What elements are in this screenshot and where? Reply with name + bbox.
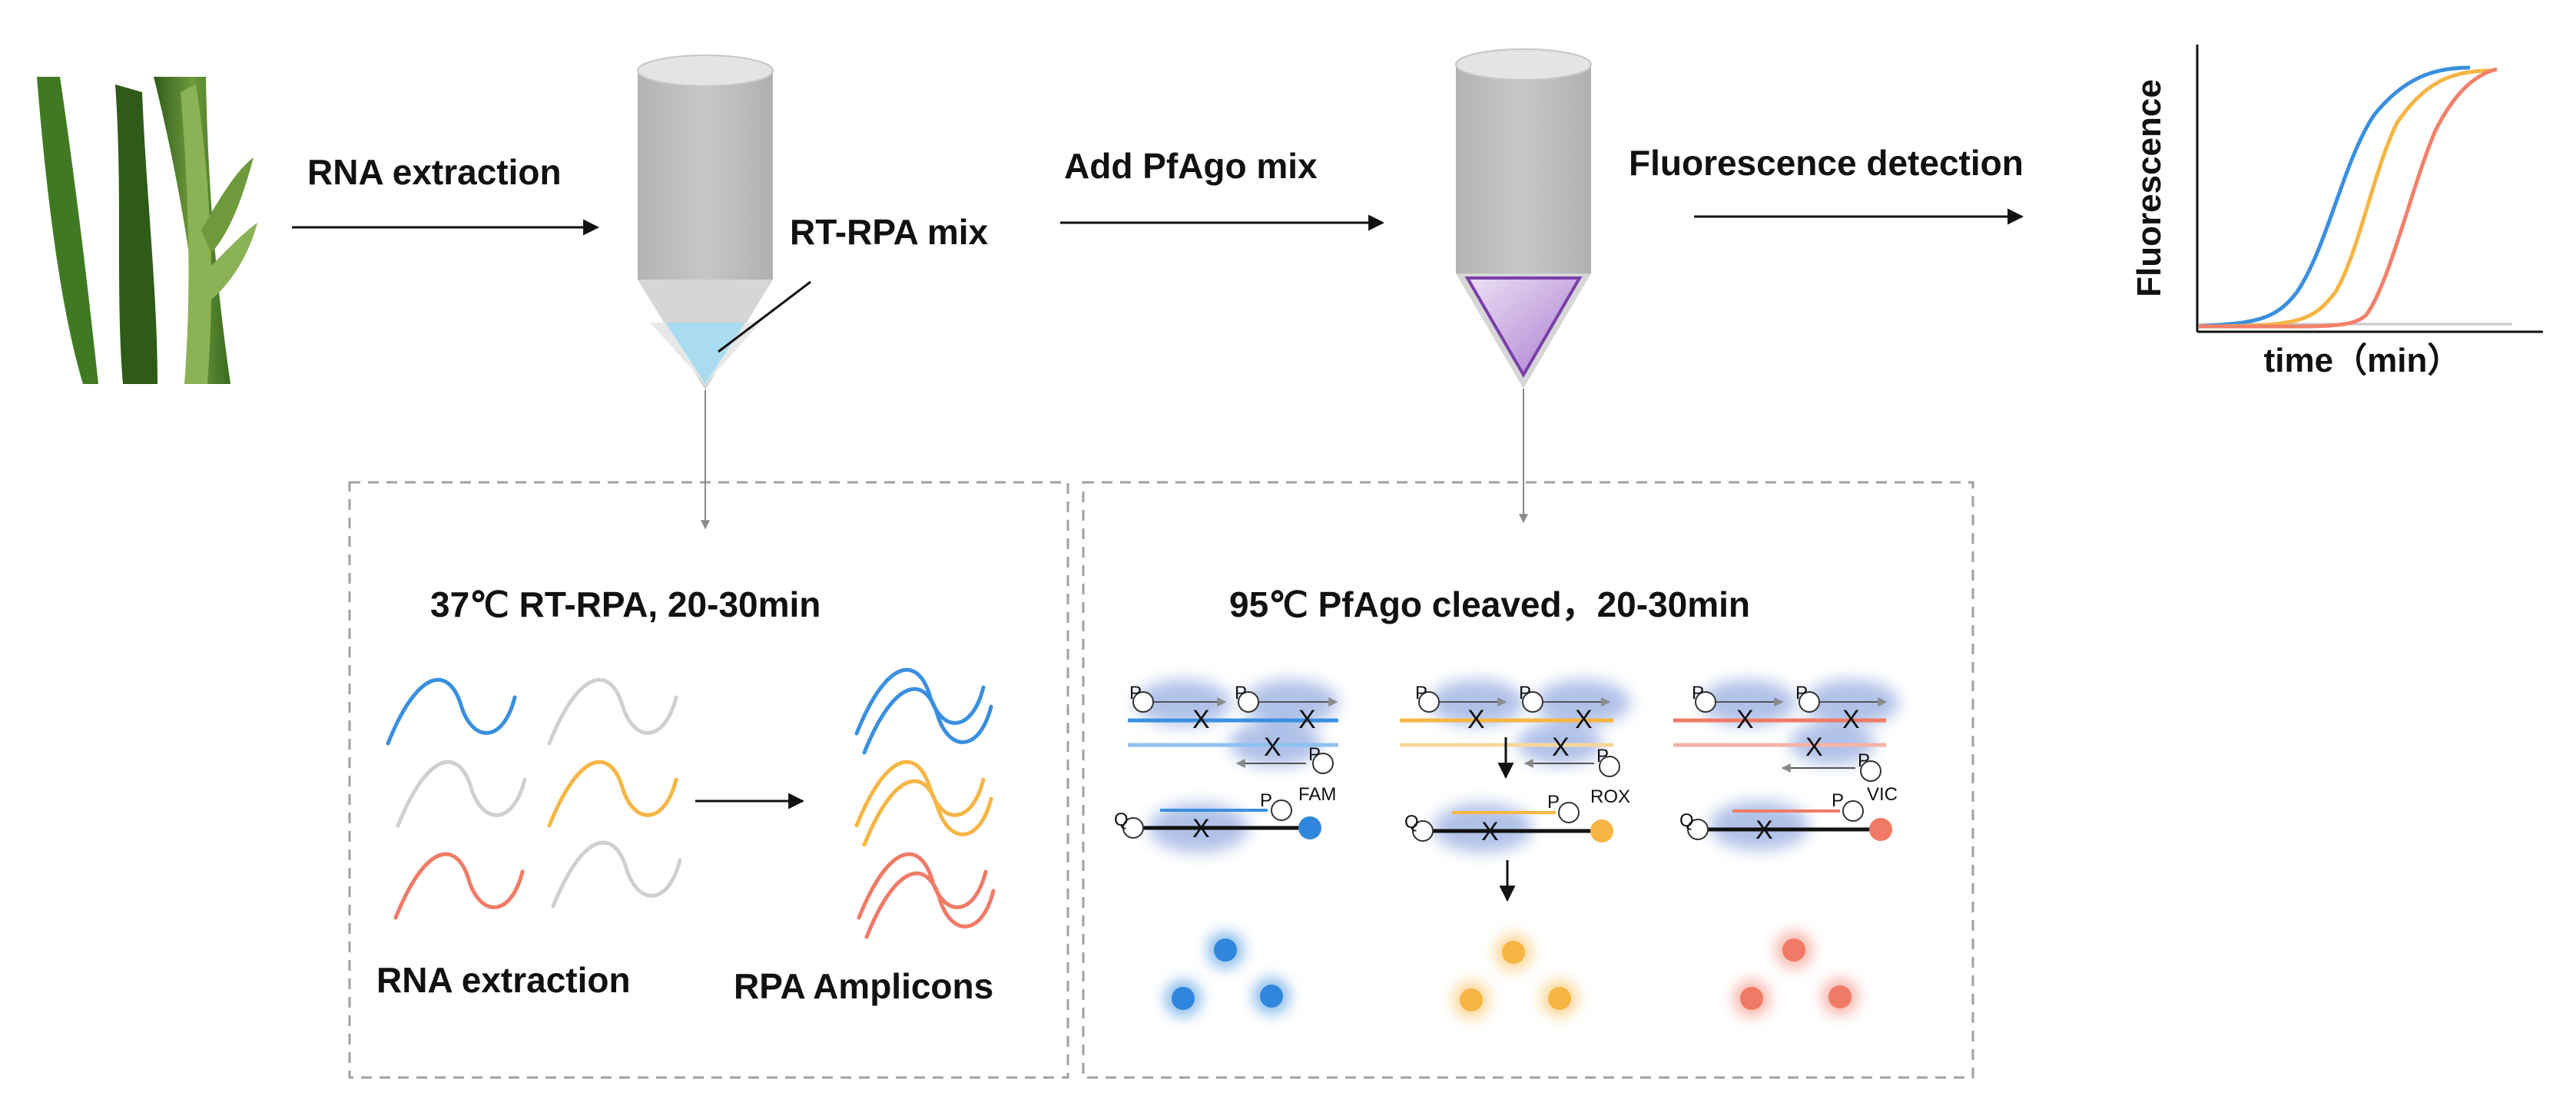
dye-label-vic: VIC [1867,784,1898,805]
tube-rt-rpa [637,55,774,390]
svg-text:X: X [1192,705,1210,734]
curve-red [2198,67,2498,329]
dye-label-fam: FAM [1298,784,1336,805]
svg-text:Q: Q [1114,809,1129,830]
waves-input [386,677,682,920]
amplicon-blue [862,687,993,755]
svg-text:P: P [1235,683,1247,703]
channel-rox: P P P X X X Q P X ROX [1400,680,1630,1018]
tube-liquid-purple [1464,276,1583,378]
svg-text:X: X [1842,705,1860,734]
svg-text:P: P [1415,683,1427,703]
svg-text:P: P [1519,683,1531,703]
svg-text:X: X [1552,733,1570,762]
graph-xlabel: time（min） [2264,342,2462,379]
leaf-image [37,77,257,384]
svg-text:P: P [1795,683,1808,703]
svg-text:Q: Q [1679,810,1694,831]
svg-text:X: X [1298,705,1316,734]
dye-label-rox: ROX [1590,786,1630,807]
svg-text:X: X [1481,817,1499,846]
svg-text:X: X [1755,816,1773,845]
step-rt-rpa-mix: RT-RPA mix [790,212,989,252]
curve-blue [2198,65,2471,329]
svg-text:X: X [1805,733,1823,762]
box-right-title: 95℃ PfAgo cleaved，20-30min [1229,584,1750,624]
svg-text:P: P [1692,683,1704,703]
curve-yellow [2198,68,2494,329]
svg-text:X: X [1192,814,1210,843]
graph-ylabel: Fluorescence [2130,79,2168,297]
step-rna-extraction: RNA extraction [307,152,562,192]
step-fluorescence-detection: Fluorescence detection [1629,143,2024,183]
svg-text:P: P [1858,750,1870,771]
box-left-label-amplicons: RPA Amplicons [734,966,993,1006]
box-rt-rpa [348,481,1069,1079]
box-left-title: 37℃ RT-RPA, 20-30min [430,584,821,624]
amplicon-red [864,871,996,939]
tube-liquid-blue [665,323,745,384]
waves-amplicons [854,667,996,939]
svg-text:P: P [1832,790,1844,811]
svg-text:P: P [1260,790,1272,811]
wave-yellow [547,760,678,828]
svg-text:P: P [1308,744,1321,765]
box-left-label-rna: RNA extraction [376,960,631,1000]
wave-blue [386,677,517,746]
wave-red [393,852,525,920]
svg-text:X: X [1264,733,1281,762]
channel-vic: P P P X X X Q P X VIC [1673,680,1899,1017]
tube-pfago [1455,48,1592,389]
svg-text:P: P [1129,683,1142,703]
svg-text:Q: Q [1404,812,1419,833]
svg-text:X: X [1736,705,1754,734]
svg-text:X: X [1575,705,1593,734]
fluorescence-graph: Fluorescence time（min） [2130,45,2543,379]
svg-text:X: X [1467,705,1485,734]
wave-gray [551,840,682,909]
channel-fam: P P P X X X Q P X FAM [1114,680,1338,1017]
amplicon-yellow [862,779,993,847]
step-add-pfago: Add PfAgo mix [1064,146,1318,186]
box-pfago [1082,481,1974,1079]
wave-gray [547,677,678,746]
svg-text:P: P [1547,792,1560,813]
svg-text:P: P [1596,746,1609,766]
wave-gray [396,760,527,828]
pointer-line-rt-rpa [718,280,811,353]
